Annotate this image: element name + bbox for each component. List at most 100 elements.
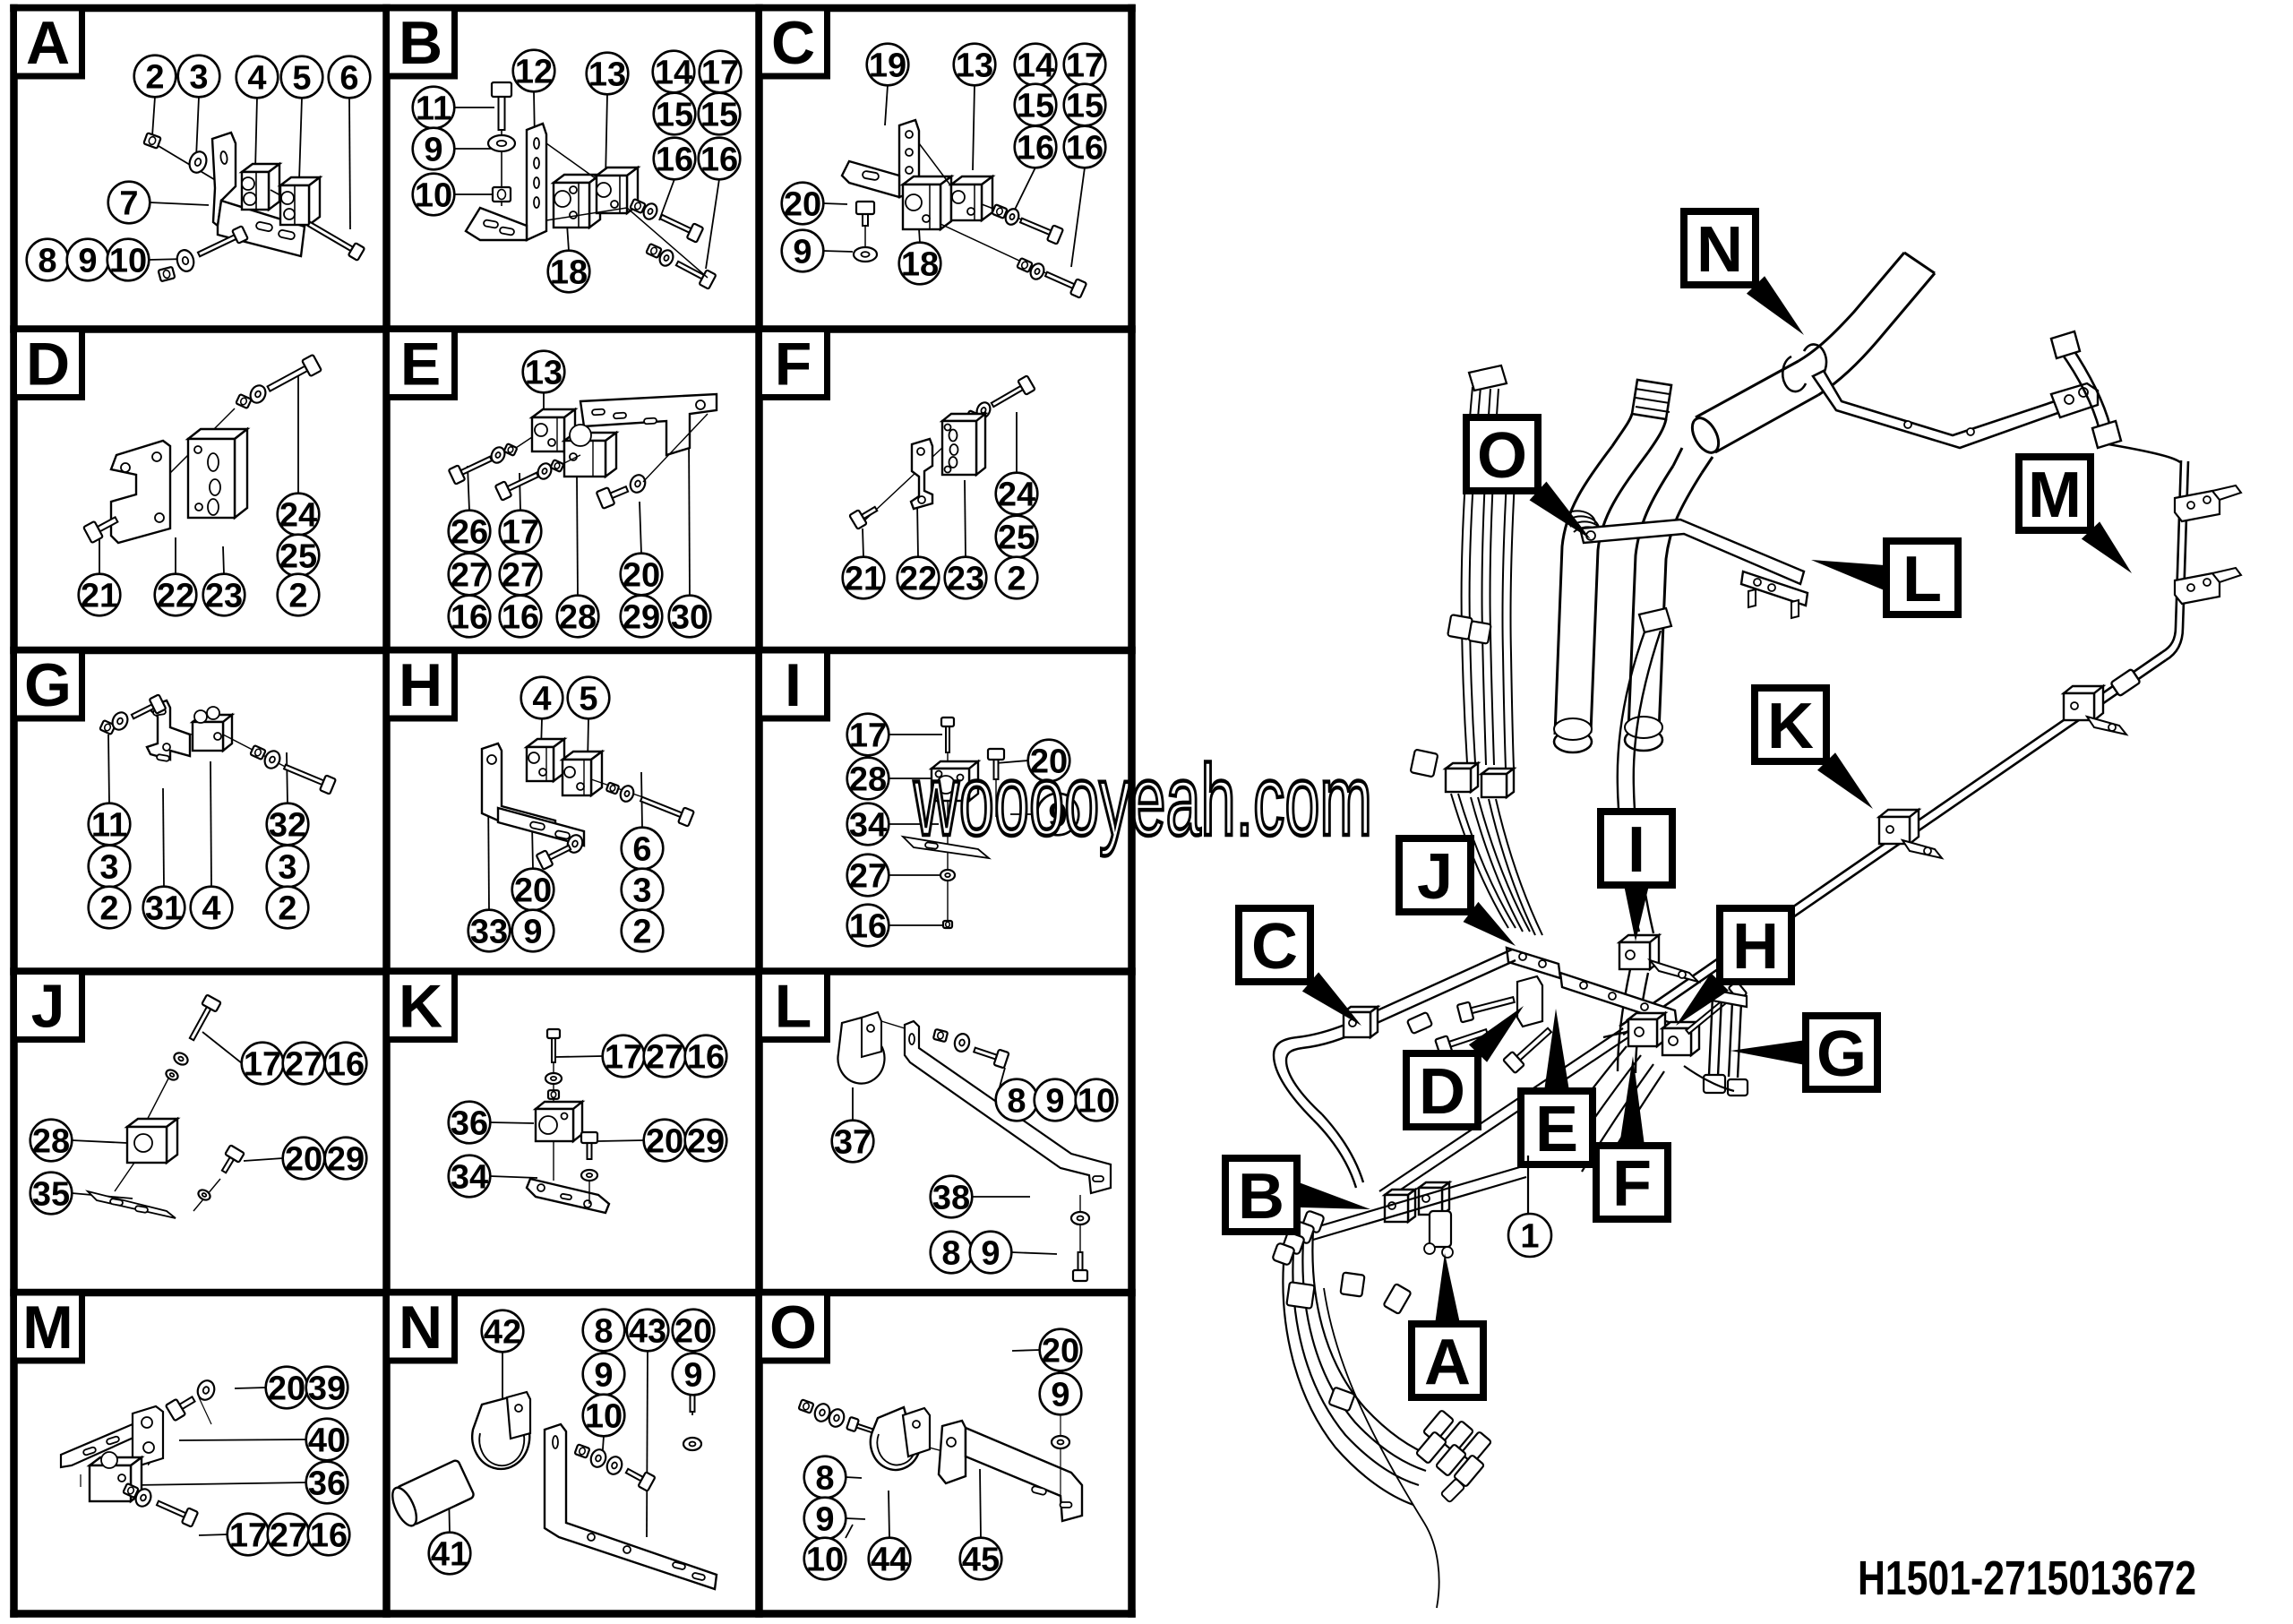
svg-text:14: 14 <box>1017 47 1054 85</box>
svg-text:14: 14 <box>655 55 692 92</box>
svg-text:N: N <box>399 1293 442 1362</box>
svg-text:20: 20 <box>1042 1333 1079 1371</box>
svg-text:9: 9 <box>981 1235 1000 1273</box>
svg-text:20: 20 <box>268 1371 305 1408</box>
svg-text:38: 38 <box>932 1180 970 1217</box>
svg-text:9: 9 <box>523 914 542 951</box>
svg-text:10: 10 <box>806 1542 844 1579</box>
svg-text:42: 42 <box>484 1314 521 1352</box>
svg-text:23: 23 <box>205 578 243 615</box>
svg-text:15: 15 <box>1066 88 1104 125</box>
svg-text:41: 41 <box>431 1536 468 1574</box>
svg-text:11: 11 <box>416 90 451 128</box>
svg-text:37: 37 <box>834 1124 872 1162</box>
svg-text:44: 44 <box>871 1542 908 1579</box>
svg-text:B: B <box>1238 1161 1284 1233</box>
svg-text:2: 2 <box>278 890 296 928</box>
svg-text:H: H <box>399 651 442 719</box>
svg-text:8: 8 <box>941 1235 960 1273</box>
svg-text:5: 5 <box>292 60 311 98</box>
svg-text:31: 31 <box>145 890 183 928</box>
svg-text:L: L <box>775 973 812 1041</box>
svg-text:10: 10 <box>415 177 452 215</box>
svg-text:16: 16 <box>1017 130 1054 168</box>
svg-text:16: 16 <box>327 1046 365 1084</box>
svg-text:3: 3 <box>189 59 208 97</box>
svg-text:29: 29 <box>623 599 660 637</box>
svg-text:28: 28 <box>559 599 597 637</box>
svg-text:F: F <box>775 331 812 399</box>
svg-text:17: 17 <box>701 55 739 92</box>
svg-text:30: 30 <box>671 599 709 637</box>
svg-text:6: 6 <box>339 60 358 98</box>
svg-text:40: 40 <box>308 1422 346 1460</box>
svg-text:L: L <box>1902 544 1942 615</box>
svg-text:36: 36 <box>308 1465 346 1503</box>
svg-text:15: 15 <box>1017 88 1054 125</box>
svg-text:9: 9 <box>815 1501 834 1539</box>
svg-text:D: D <box>26 331 70 399</box>
svg-text:16: 16 <box>700 142 738 179</box>
svg-text:16: 16 <box>849 908 887 946</box>
svg-text:21: 21 <box>81 578 118 615</box>
svg-text:25: 25 <box>998 520 1035 557</box>
svg-text:21: 21 <box>845 561 882 598</box>
svg-text:E: E <box>400 331 441 399</box>
svg-text:27: 27 <box>451 557 488 595</box>
svg-text:3: 3 <box>99 849 118 887</box>
svg-text:O: O <box>1477 420 1527 492</box>
svg-text:20: 20 <box>784 186 821 224</box>
svg-text:11: 11 <box>91 807 127 845</box>
svg-text:17: 17 <box>1066 47 1104 85</box>
svg-text:17: 17 <box>849 717 887 755</box>
svg-text:9: 9 <box>594 1357 613 1395</box>
svg-text:2: 2 <box>145 59 164 97</box>
svg-text:2: 2 <box>288 578 307 615</box>
svg-text:A: A <box>26 9 70 77</box>
svg-text:2: 2 <box>1007 561 1026 598</box>
svg-text:1: 1 <box>1520 1218 1539 1256</box>
svg-text:A: A <box>1424 1327 1471 1398</box>
svg-text:8: 8 <box>815 1460 834 1498</box>
svg-text:20: 20 <box>646 1123 683 1161</box>
svg-text:10: 10 <box>109 243 147 280</box>
svg-text:20: 20 <box>514 872 552 910</box>
svg-text:4: 4 <box>247 60 266 98</box>
svg-text:45: 45 <box>962 1542 1000 1579</box>
svg-text:17: 17 <box>502 514 539 552</box>
svg-text:27: 27 <box>285 1046 322 1084</box>
svg-text:13: 13 <box>525 355 563 392</box>
svg-text:N: N <box>1696 214 1743 286</box>
svg-text:3: 3 <box>632 872 651 910</box>
svg-text:35: 35 <box>32 1176 70 1214</box>
svg-text:10: 10 <box>585 1398 623 1436</box>
svg-text:G: G <box>1816 1018 1867 1090</box>
svg-text:36: 36 <box>451 1105 488 1143</box>
svg-text:17: 17 <box>605 1039 642 1077</box>
svg-text:34: 34 <box>849 807 887 845</box>
svg-text:9: 9 <box>424 132 442 169</box>
svg-text:28: 28 <box>849 761 887 799</box>
svg-text:G: G <box>24 651 72 719</box>
svg-text:9: 9 <box>683 1357 702 1395</box>
svg-text:9: 9 <box>1051 1377 1069 1414</box>
svg-text:20: 20 <box>285 1141 322 1179</box>
svg-text:2: 2 <box>632 914 651 951</box>
svg-text:K: K <box>1767 691 1814 762</box>
svg-text:24: 24 <box>998 477 1035 514</box>
svg-text:C: C <box>771 9 815 77</box>
svg-text:2: 2 <box>99 890 118 928</box>
svg-text:F: F <box>1612 1148 1652 1220</box>
svg-text:16: 16 <box>502 599 539 637</box>
svg-text:9: 9 <box>1048 797 1067 835</box>
svg-text:H: H <box>1732 911 1779 983</box>
svg-text:17: 17 <box>244 1046 281 1084</box>
svg-text:20: 20 <box>1030 743 1068 781</box>
svg-text:I: I <box>785 651 802 719</box>
svg-text:12: 12 <box>515 54 553 91</box>
svg-text:4: 4 <box>532 681 551 718</box>
svg-text:J: J <box>1417 841 1453 913</box>
svg-text:20: 20 <box>623 557 660 595</box>
svg-text:4: 4 <box>202 890 220 928</box>
svg-text:7: 7 <box>119 185 138 223</box>
